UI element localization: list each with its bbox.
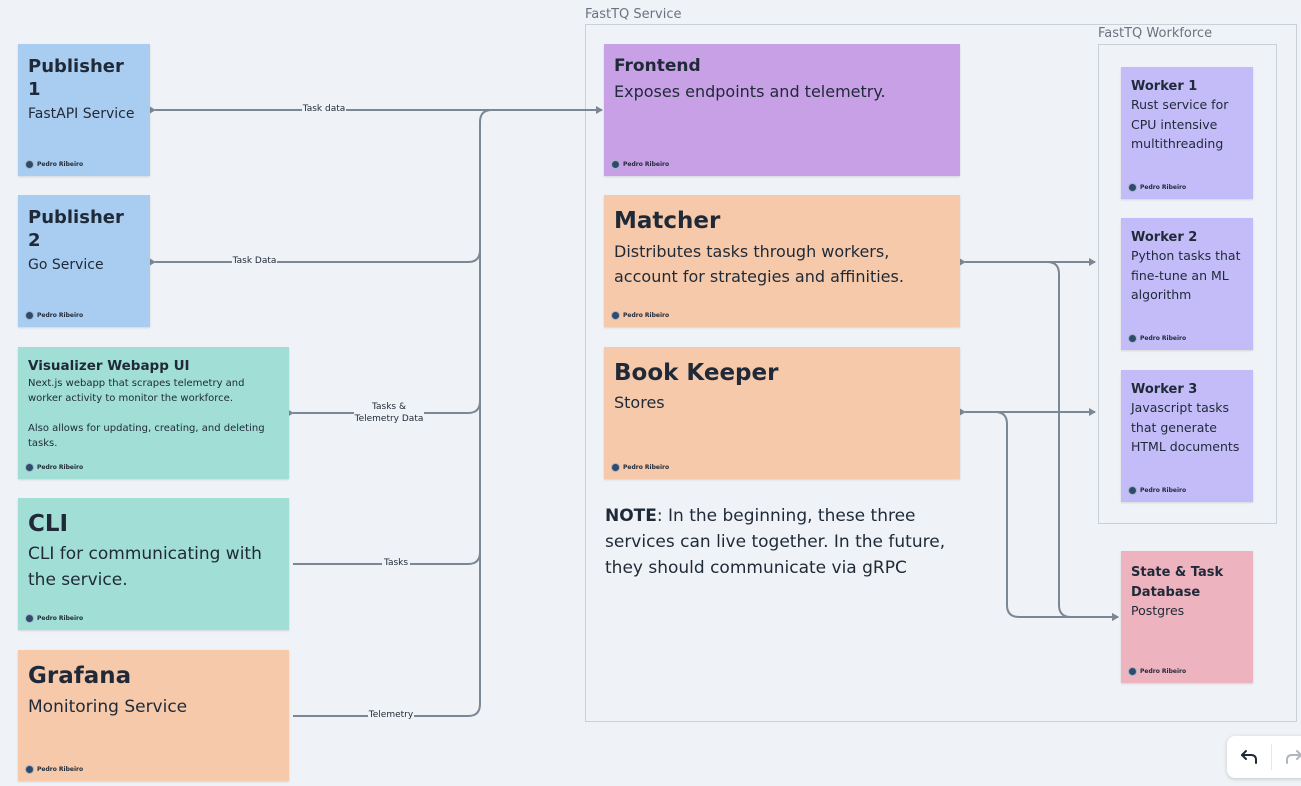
connector-label-tasks-telemetry: Tasks & Telemetry Data — [352, 401, 426, 425]
author-avatar-icon — [1128, 667, 1137, 676]
sticky-author: Pedro Ribeiro — [1128, 667, 1186, 676]
sticky-author: Pedro Ribeiro — [1128, 334, 1186, 343]
note-text: : In the beginning, these three services… — [605, 506, 946, 578]
sticky-author: Pedro Ribeiro — [25, 311, 83, 320]
architecture-note[interactable]: NOTE: In the beginning, these three serv… — [605, 503, 955, 581]
connector-label-task-data-1: Task data — [302, 104, 346, 114]
undo-redo-toolbar — [1227, 736, 1301, 778]
sticky-title: CLI — [28, 511, 69, 537]
connector-label-tasks-telemetry-line2: Telemetry Data — [354, 414, 424, 424]
sticky-title: Book Keeper — [614, 360, 779, 386]
sticky-title: State & Task Database — [1131, 565, 1224, 600]
connector-bus-curve-top — [479, 109, 493, 123]
sticky-title: Matcher — [614, 208, 721, 234]
sticky-body: Stores — [614, 392, 665, 412]
author-avatar-icon — [25, 765, 34, 774]
connector-label-telemetry: Telemetry — [368, 710, 414, 720]
author-avatar-icon — [1128, 486, 1137, 495]
sticky-worker-3[interactable]: Worker 3 Javascript tasks that generate … — [1121, 370, 1253, 502]
author-avatar-icon — [25, 463, 34, 472]
sticky-cli[interactable]: CLI CLI for communicating with the servi… — [18, 498, 289, 630]
sticky-worker-2[interactable]: Worker 2 Python tasks that fine-tune an … — [1121, 218, 1253, 350]
sticky-body: Python tasks that fine-tune an ML algori… — [1131, 248, 1241, 302]
sticky-author: Pedro Ribeiro — [1128, 486, 1186, 495]
sticky-title: Worker 1 — [1131, 79, 1198, 94]
author-avatar-icon — [611, 160, 620, 169]
connector-label-tasks-telemetry-line1: Tasks & — [372, 402, 406, 412]
fasttq-workforce-label: FastTQ Workforce — [1098, 26, 1213, 41]
fasttq-workforce-frame[interactable] — [1098, 44, 1277, 524]
sticky-body: Distributes tasks through workers, accou… — [614, 241, 904, 287]
sticky-grafana[interactable]: Grafana Monitoring Service Pedro Ribeiro — [18, 650, 289, 781]
sticky-publisher-2[interactable]: Publisher 2 Go Service Pedro Ribeiro — [18, 195, 150, 327]
sticky-author: Pedro Ribeiro — [611, 463, 669, 472]
sticky-body: Go Service — [28, 257, 104, 273]
toolbar-divider — [1271, 744, 1272, 770]
sticky-author: Pedro Ribeiro — [25, 765, 83, 774]
author-avatar-icon — [25, 614, 34, 623]
sticky-author: Pedro Ribeiro — [25, 614, 83, 623]
connector-matcher-database — [1046, 261, 1119, 621]
undo-button[interactable] — [1227, 736, 1271, 778]
sticky-body: FastAPI Service — [28, 106, 135, 122]
author-avatar-icon — [1128, 334, 1137, 343]
connector-bookkeeper-database — [994, 411, 1119, 621]
sticky-author: Pedro Ribeiro — [1128, 183, 1186, 192]
sticky-title: Publisher 2 — [28, 207, 124, 251]
author-avatar-icon — [25, 311, 34, 320]
author-avatar-icon — [1128, 183, 1137, 192]
author-avatar-icon — [25, 160, 34, 169]
connector-task-data-2 — [149, 249, 481, 266]
connector-tasks — [293, 551, 481, 565]
sticky-author: Pedro Ribeiro — [611, 160, 669, 169]
note-prefix: NOTE — [605, 506, 657, 526]
sticky-author: Pedro Ribeiro — [611, 311, 669, 320]
sticky-title: Visualizer Webapp UI — [28, 358, 190, 374]
sticky-visualizer-webapp[interactable]: Visualizer Webapp UI Next.js webapp that… — [18, 347, 289, 479]
sticky-title: Grafana — [28, 663, 132, 689]
sticky-body: Postgres — [1131, 603, 1185, 618]
sticky-frontend[interactable]: Frontend Exposes endpoints and telemetry… — [604, 44, 960, 176]
redo-button[interactable] — [1272, 736, 1301, 778]
sticky-body: CLI for communicating with the service. — [28, 543, 262, 591]
redo-icon — [1286, 750, 1301, 764]
sticky-author: Pedro Ribeiro — [25, 160, 83, 169]
sticky-title: Worker 2 — [1131, 230, 1198, 245]
sticky-body: Next.js webapp that scrapes telemetry an… — [28, 377, 265, 449]
connector-tasks-telemetry — [287, 400, 481, 417]
connector-label-task-data-2: Task Data — [232, 256, 277, 266]
author-avatar-icon — [611, 311, 620, 320]
sticky-body: Exposes endpoints and telemetry. — [614, 82, 886, 102]
sticky-author: Pedro Ribeiro — [25, 463, 83, 472]
fasttq-service-label: FastTQ Service — [585, 7, 682, 22]
sticky-body: Monitoring Service — [28, 696, 188, 717]
sticky-title: Worker 3 — [1131, 382, 1198, 397]
fasttq-service-frame[interactable] — [585, 24, 1297, 722]
undo-icon — [1241, 750, 1257, 764]
sticky-title: Frontend — [614, 56, 701, 76]
sticky-publisher-1[interactable]: Publisher 1 FastAPI Service Pedro Ribeir… — [18, 44, 150, 176]
sticky-worker-1[interactable]: Worker 1 Rust service for CPU intensive … — [1121, 67, 1253, 199]
author-avatar-icon — [611, 463, 620, 472]
connector-label-tasks: Tasks — [383, 558, 409, 568]
sticky-body: Javascript tasks that generate HTML docu… — [1131, 400, 1240, 454]
sticky-matcher[interactable]: Matcher Distributes tasks through worker… — [604, 195, 960, 327]
sticky-title: Publisher 1 — [28, 56, 124, 100]
connector-telemetry — [293, 703, 481, 717]
sticky-body: Rust service for CPU intensive multithre… — [1131, 97, 1229, 151]
sticky-state-task-database[interactable]: State & Task Database Postgres Pedro Rib… — [1121, 551, 1253, 683]
sticky-book-keeper[interactable]: Book Keeper Stores Pedro Ribeiro — [604, 347, 960, 479]
